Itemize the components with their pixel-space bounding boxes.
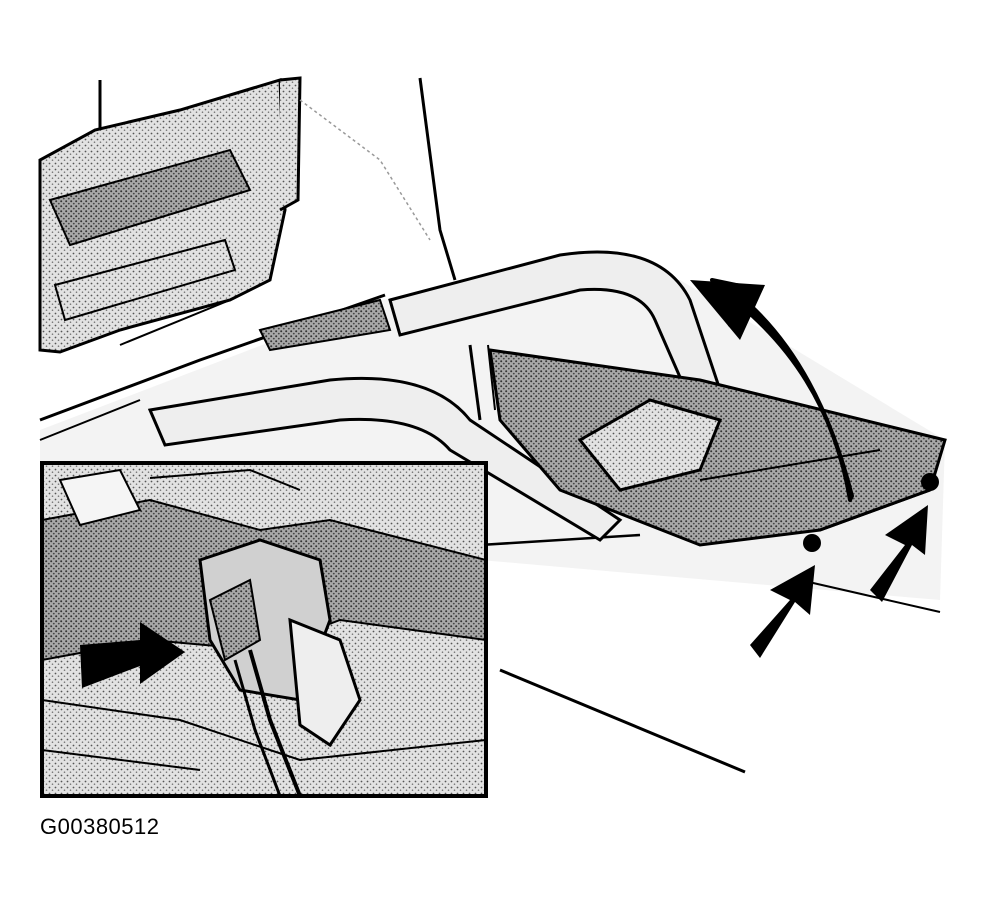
dashboard-panel [38, 76, 302, 354]
figure-id-label: G00380512 [40, 814, 160, 839]
inset-arrow [80, 622, 185, 688]
bolt-arrow-left [750, 565, 815, 658]
door-pillar [299, 77, 457, 281]
mounting-bolts [803, 473, 939, 552]
bolt-arrow-right [870, 505, 928, 602]
heater-core-cover [488, 348, 947, 547]
bolt-right [921, 473, 939, 491]
upper-duct [258, 250, 722, 402]
curved-arrow [690, 278, 854, 502]
bolt-left [803, 534, 821, 552]
lower-duct [147, 344, 623, 542]
inset-detail [40, 461, 488, 798]
